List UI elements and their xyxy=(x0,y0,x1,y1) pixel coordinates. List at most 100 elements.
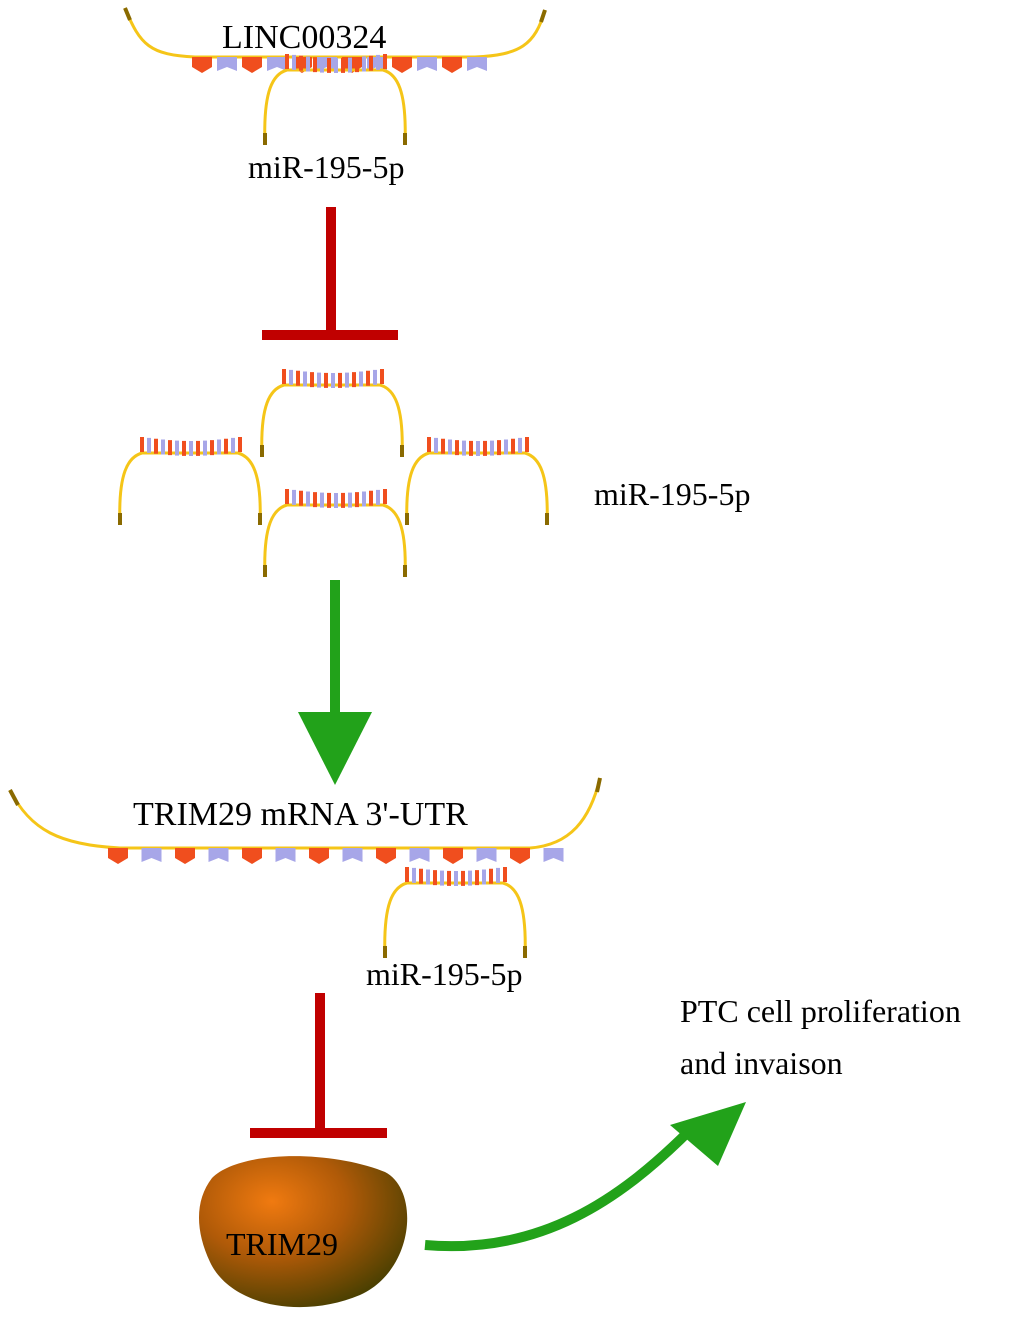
base-red xyxy=(192,57,212,73)
base-tick xyxy=(182,440,186,456)
base-tick xyxy=(313,492,317,508)
base-tick xyxy=(282,369,286,384)
base-tick xyxy=(483,440,487,456)
base-tick xyxy=(306,491,310,507)
base-tick xyxy=(317,372,321,388)
base-red xyxy=(442,57,462,73)
protein-label: TRIM29 xyxy=(226,1226,338,1262)
base-tick xyxy=(203,440,207,456)
base-tick xyxy=(285,54,289,69)
base-tick xyxy=(345,372,349,388)
inhibition-arrow-2 xyxy=(250,993,387,1138)
base-tick xyxy=(292,54,296,70)
base-tick xyxy=(518,437,522,453)
trim29-mrna-3utr xyxy=(8,777,602,864)
mirna-strand xyxy=(263,54,407,146)
base-lilac xyxy=(141,848,162,862)
outcome-label-line2: and invaison xyxy=(680,1045,843,1081)
base-tick xyxy=(299,55,303,71)
base-tick xyxy=(175,440,179,456)
base-tick xyxy=(334,493,338,508)
base-tick xyxy=(338,372,342,388)
base-tick xyxy=(376,489,380,505)
base-tick xyxy=(373,369,377,385)
base-tick xyxy=(355,57,359,73)
base-tick xyxy=(154,438,158,454)
base-tick xyxy=(376,54,380,70)
mirna-label-cluster: miR-195-5p xyxy=(594,476,750,512)
base-tick xyxy=(161,439,165,455)
base-tick xyxy=(461,870,465,886)
base-tick xyxy=(366,370,370,386)
base-lilac xyxy=(208,848,229,862)
base-tick xyxy=(482,869,486,885)
base-red xyxy=(242,57,262,73)
base-tick xyxy=(359,371,363,387)
base-tick xyxy=(362,491,366,507)
base-tick xyxy=(331,373,335,388)
base-tick xyxy=(426,869,430,885)
base-tick xyxy=(511,438,515,454)
base-tick xyxy=(412,867,416,883)
base-tick xyxy=(238,437,242,452)
base-tick xyxy=(285,489,289,504)
mirna-strand xyxy=(263,489,407,578)
base-tick xyxy=(224,438,228,454)
base-lilac xyxy=(476,848,497,862)
base-tick xyxy=(299,490,303,506)
base-tick xyxy=(504,439,508,455)
base-red xyxy=(443,848,463,864)
base-tick xyxy=(352,372,356,388)
base-tick xyxy=(383,489,387,504)
base-tick xyxy=(419,868,423,884)
base-tick xyxy=(475,870,479,886)
mrna-label: TRIM29 mRNA 3'-UTR xyxy=(133,796,468,833)
base-tick xyxy=(369,490,373,506)
base-tick xyxy=(289,369,293,385)
base-tick xyxy=(383,54,387,69)
base-tick xyxy=(189,441,193,456)
base-tick xyxy=(320,57,324,73)
base-tick xyxy=(440,870,444,886)
base-tick xyxy=(292,489,296,505)
mirna-label-bottom: miR-195-5p xyxy=(366,956,522,992)
base-lilac xyxy=(467,57,487,71)
base-tick xyxy=(231,437,235,453)
base-lilac xyxy=(543,848,564,862)
base-lilac xyxy=(217,57,237,71)
base-tick xyxy=(217,439,221,455)
base-tick xyxy=(496,867,500,883)
activation-arrow-curve xyxy=(424,1102,746,1252)
outcome-label-line1: PTC cell proliferation xyxy=(680,993,961,1029)
base-tick xyxy=(468,870,472,886)
base-tick xyxy=(296,370,300,386)
base-tick xyxy=(210,440,214,456)
base-lilac xyxy=(267,57,287,71)
base-red xyxy=(108,848,128,864)
base-tick xyxy=(362,56,366,72)
base-tick xyxy=(447,870,451,886)
base-tick xyxy=(454,871,458,886)
base-tick xyxy=(168,440,172,456)
base-tick xyxy=(380,369,384,384)
base-tick xyxy=(448,439,452,455)
base-tick xyxy=(489,868,493,884)
base-red xyxy=(309,848,329,864)
base-lilac xyxy=(417,57,437,71)
trim29-protein xyxy=(198,1156,408,1308)
base-tick xyxy=(434,437,438,453)
base-tick xyxy=(503,867,507,882)
base-red xyxy=(510,848,530,864)
base-tick xyxy=(303,371,307,387)
base-tick xyxy=(433,870,437,886)
mirna-bound-lncrna xyxy=(263,54,407,146)
mirna-strand xyxy=(260,369,404,458)
base-tick xyxy=(341,492,345,508)
base-tick xyxy=(348,57,352,73)
base-lilac xyxy=(275,848,296,862)
base-tick xyxy=(327,57,331,73)
mirna-bound-mrna xyxy=(383,867,527,959)
base-tick xyxy=(427,437,431,452)
